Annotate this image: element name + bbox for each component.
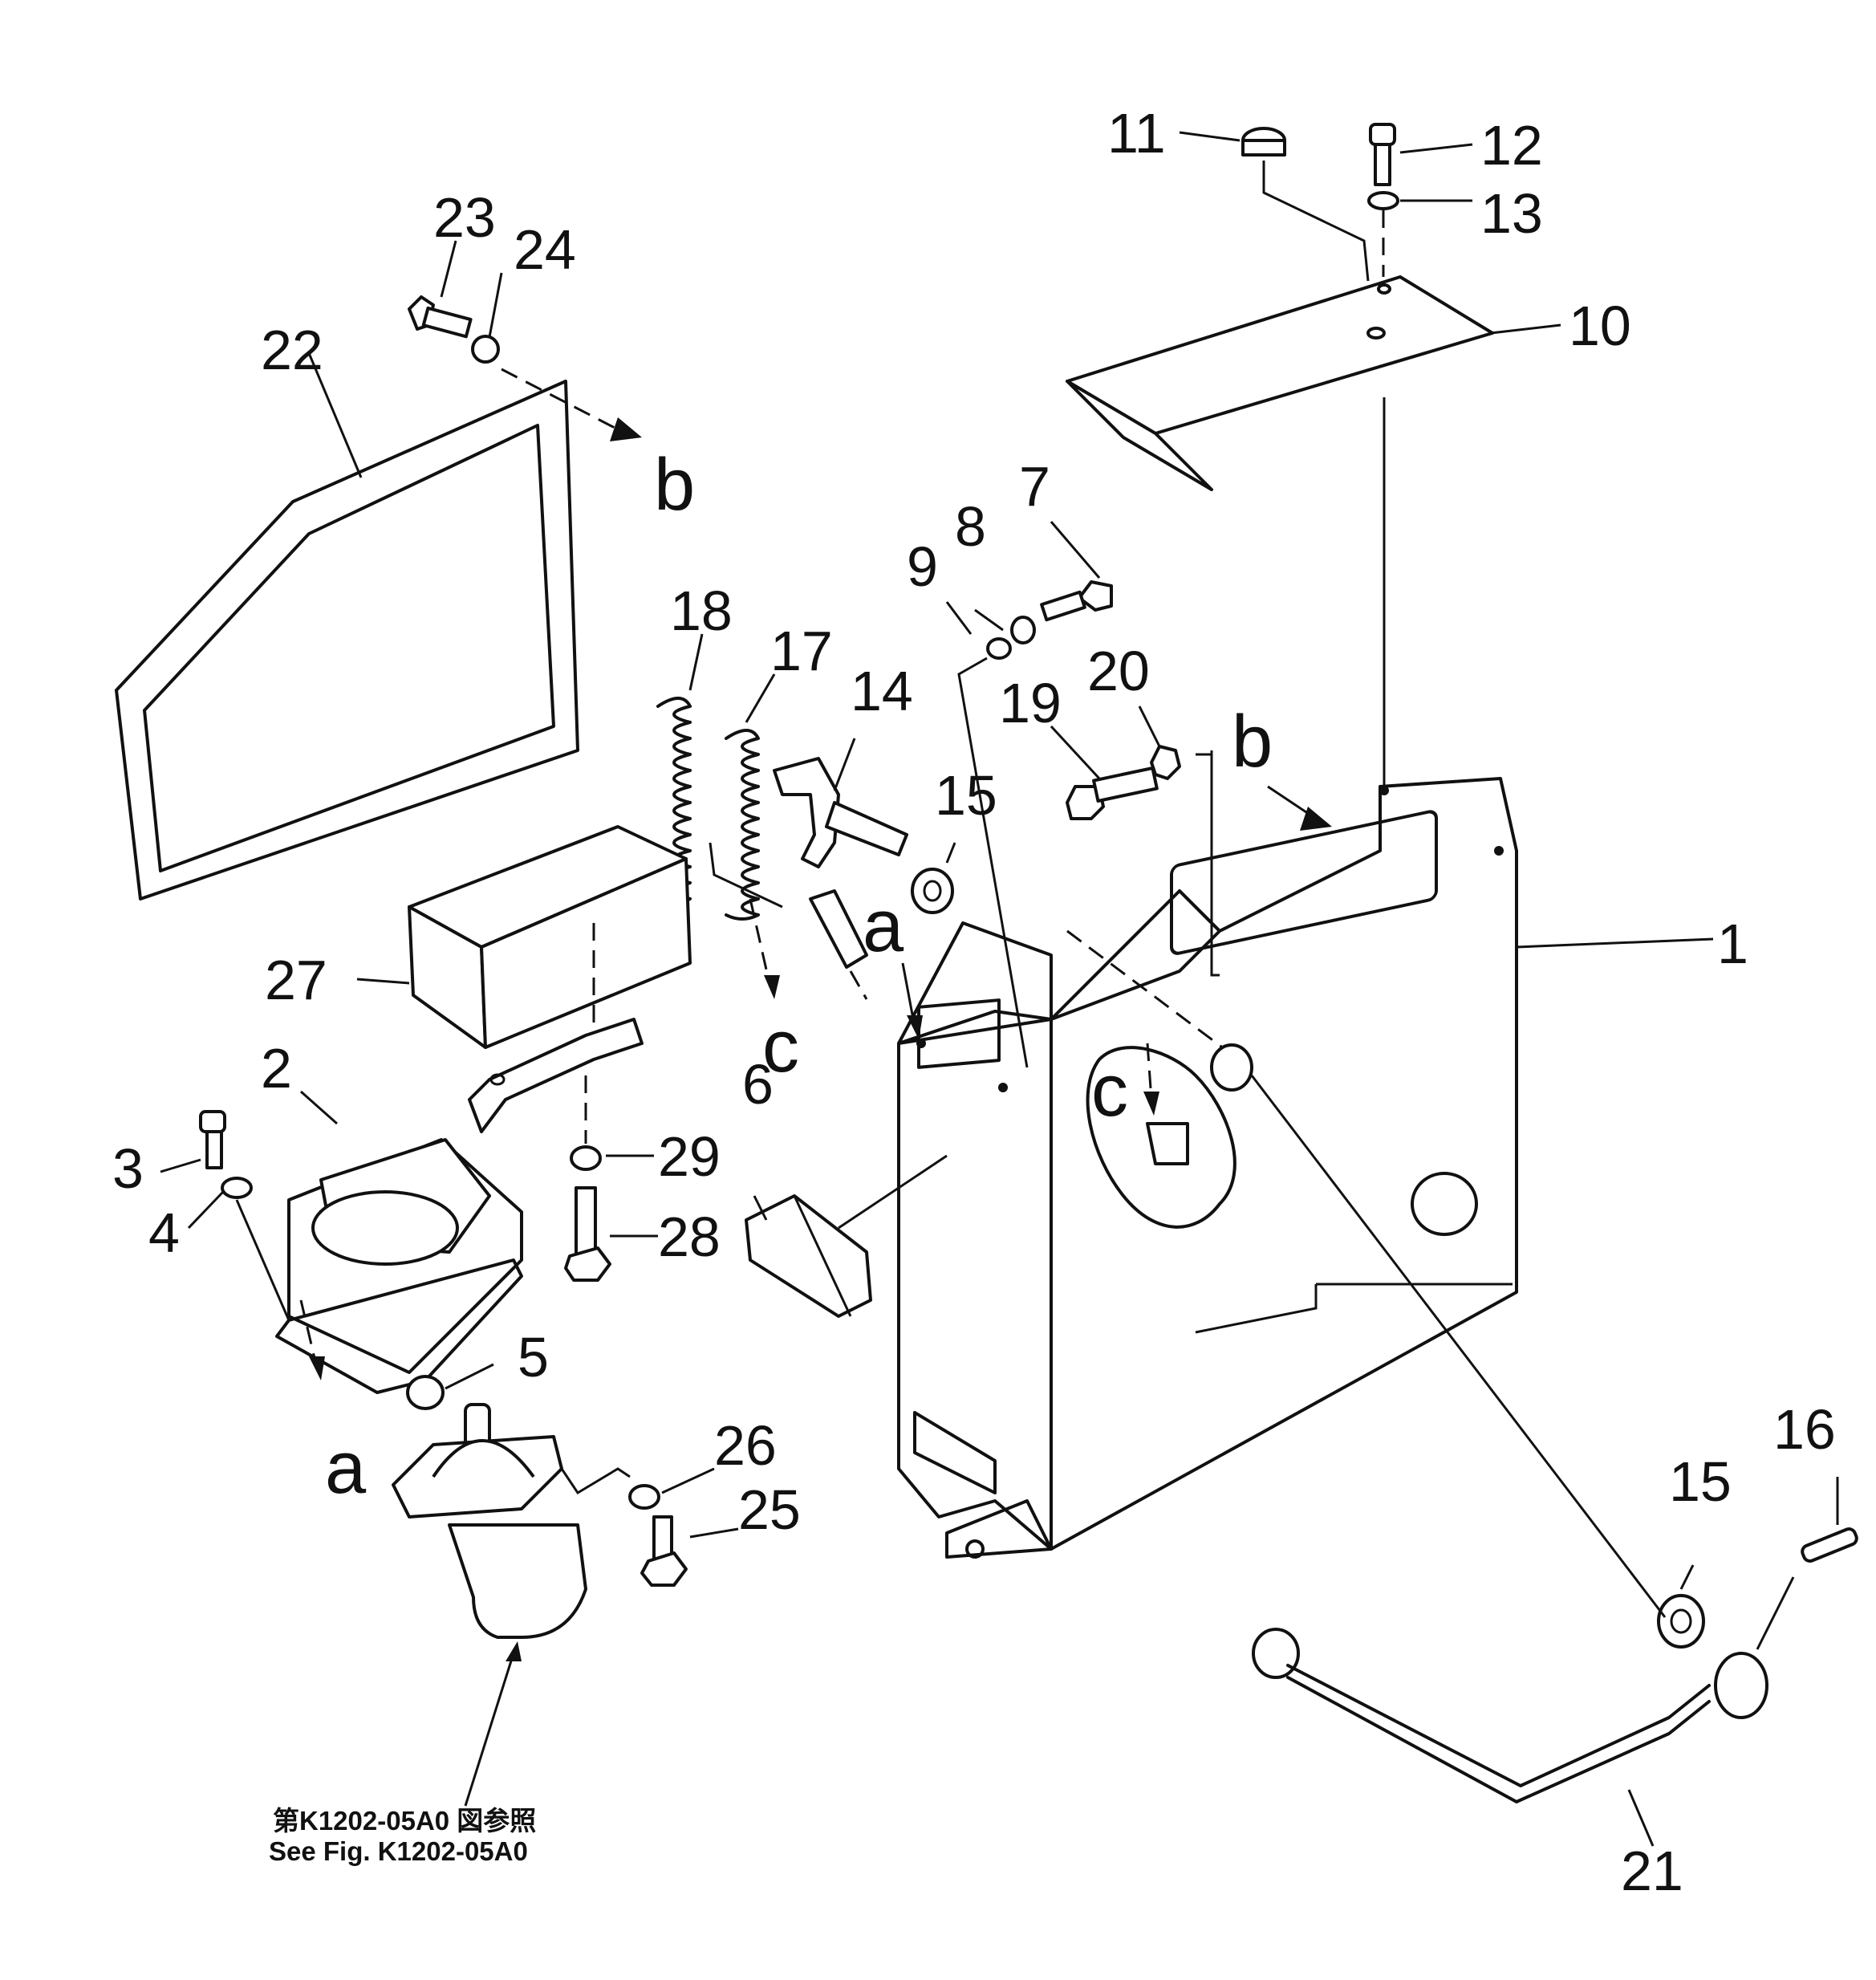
view-letter-a-bracket: a (325, 1427, 367, 1509)
label-part-24: 24 (514, 218, 576, 281)
bolt-7 (1040, 521, 1113, 622)
bushing-15-upper (911, 842, 956, 914)
washer-8 (1010, 616, 1036, 644)
label-part-16: 16 (1773, 1398, 1836, 1461)
washer-29 (570, 1075, 654, 1171)
console-housing (897, 777, 1714, 1559)
reference-note-japanese: 第K1202-05A0 図参照 (273, 1806, 536, 1836)
part-labels: 1 2 3 4 5 6 7 8 9 10 11 12 13 14 15 15 1… (112, 102, 1836, 1902)
pin-16 (1756, 1477, 1858, 1650)
label-part-23: 23 (433, 186, 496, 249)
view-letter-b-housing: b (1232, 701, 1273, 783)
label-part-7: 7 (1019, 455, 1050, 518)
reference-note-english: See Fig. K1202-05A0 (269, 1836, 528, 1866)
bolt-19 (1050, 725, 1159, 820)
top-cover-plate (1066, 275, 1561, 791)
label-part-20: 20 (1087, 640, 1150, 702)
pad-27 (356, 825, 692, 1049)
lever-21 (1252, 1628, 1768, 1847)
nut-5 (406, 1363, 494, 1410)
label-part-12: 12 (1480, 114, 1543, 177)
bushing-15-lower (1250, 1075, 1705, 1649)
label-part-19: 19 (999, 672, 1062, 734)
view-letter-c-housing: c (1091, 1050, 1128, 1132)
reference-note: 第K1202-05A0 図参照 See Fig. K1202-05A0 (269, 1806, 536, 1866)
label-part-14: 14 (851, 660, 913, 722)
washer-13 (1367, 191, 1472, 277)
bolt-25 (640, 1515, 739, 1587)
washer-4 (187, 1177, 290, 1321)
label-part-8: 8 (955, 495, 986, 558)
label-part-15-lower: 15 (1669, 1450, 1732, 1513)
spring-17 (725, 673, 776, 921)
bracket-2 (275, 1018, 644, 1394)
label-part-11: 11 (1107, 102, 1166, 165)
label-part-25: 25 (738, 1478, 801, 1541)
label-part-2: 2 (261, 1037, 292, 1100)
view-letters: a a b b c c (325, 444, 1273, 1509)
view-letter-a-housing: a (863, 885, 904, 967)
label-part-1: 1 (1717, 913, 1748, 975)
label-part-6: 6 (742, 1053, 774, 1116)
label-part-29: 29 (658, 1125, 721, 1188)
label-part-4: 4 (148, 1201, 180, 1264)
arm-14 (773, 738, 908, 1000)
cap-11 (1179, 127, 1370, 282)
label-part-21: 21 (1621, 1840, 1683, 1902)
view-letter-b-frame: b (654, 444, 695, 526)
switch-6 (745, 1154, 948, 1318)
label-part-9: 9 (907, 535, 938, 598)
label-part-28: 28 (658, 1205, 721, 1268)
label-part-15-upper: 15 (935, 764, 997, 827)
washer-24 (471, 272, 642, 441)
label-part-13: 13 (1480, 182, 1543, 245)
bolt-23 (408, 240, 473, 339)
label-part-27: 27 (265, 949, 327, 1011)
lever-assembly (392, 1403, 631, 1639)
label-part-26: 26 (714, 1414, 777, 1477)
label-part-22: 22 (261, 319, 323, 381)
bolt-28 (564, 1186, 658, 1282)
label-part-17: 17 (770, 620, 833, 682)
label-part-5: 5 (518, 1326, 549, 1388)
nut-20 (1138, 705, 1181, 780)
view-letter-c-springs: c (762, 1006, 799, 1088)
gasket-frame-22 (115, 352, 579, 901)
label-part-3: 3 (112, 1137, 144, 1200)
washer-26 (628, 1467, 715, 1510)
label-part-18: 18 (670, 579, 733, 642)
bolt-12 (1369, 123, 1473, 186)
label-part-10: 10 (1569, 295, 1631, 357)
bolt-3 (160, 1110, 226, 1173)
washer-9 (986, 637, 1012, 660)
